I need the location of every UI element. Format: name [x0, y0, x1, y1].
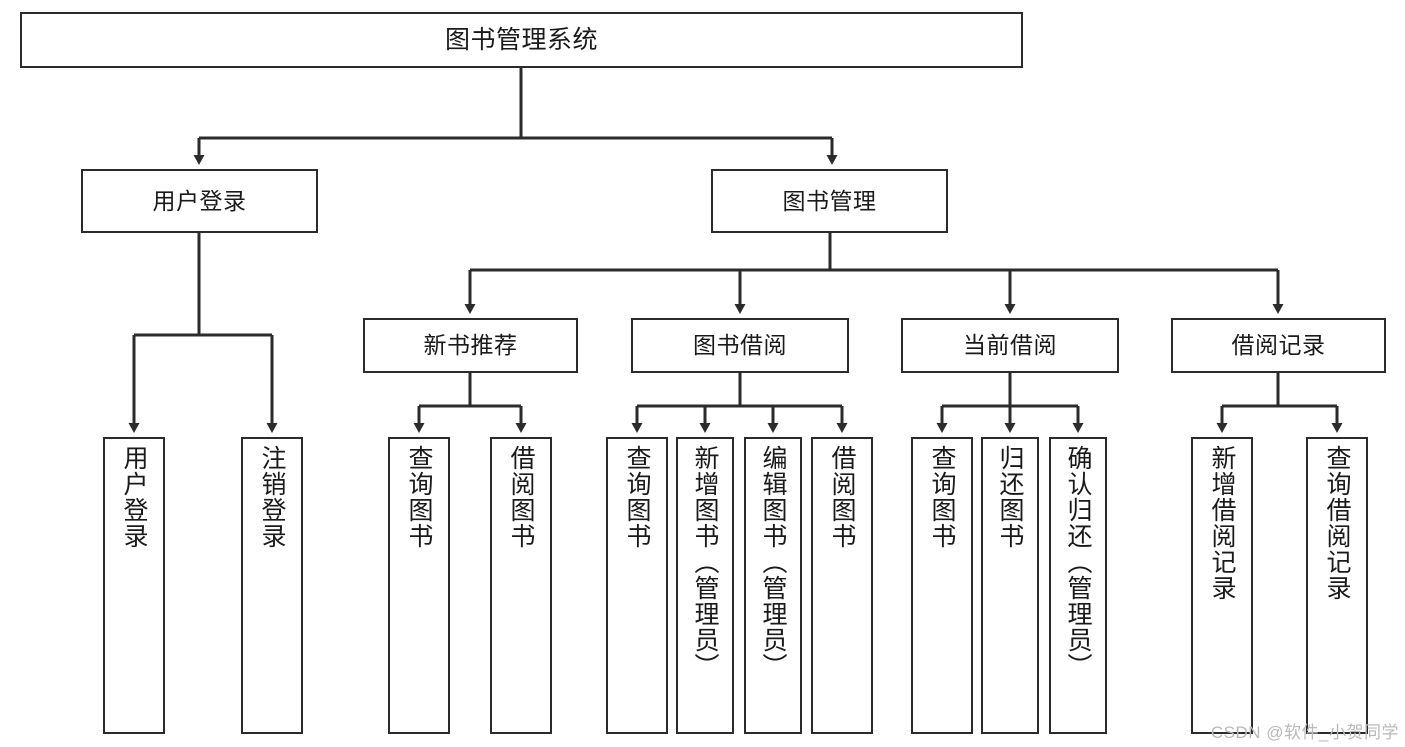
- node-label: 新增借阅记录: [1208, 445, 1236, 601]
- node-label: 查询图书: [405, 445, 433, 549]
- node-label: 当前借阅: [963, 332, 1057, 359]
- node-label: 编辑图书（管理员）: [759, 445, 787, 679]
- leaf-current-query-book[interactable]: 查询图书: [911, 437, 973, 734]
- leaf-borrow-borrow-book[interactable]: 借阅图书: [811, 437, 873, 734]
- leaf-current-confirm-return-admin[interactable]: 确认归还（管理员）: [1049, 437, 1107, 734]
- node-label: 归还图书: [996, 445, 1024, 549]
- node-label: 新增图书（管理员）: [691, 445, 719, 679]
- node-book-borrow[interactable]: 图书借阅: [631, 318, 849, 373]
- node-current-borrow[interactable]: 当前借阅: [901, 318, 1119, 373]
- node-user-login[interactable]: 用户登录: [81, 169, 318, 233]
- node-label: 用户登录: [152, 187, 247, 214]
- node-label: 查询图书: [928, 445, 956, 549]
- node-new-book-recommend[interactable]: 新书推荐: [363, 318, 578, 373]
- leaf-record-query-record[interactable]: 查询借阅记录: [1306, 437, 1368, 734]
- node-label: 借阅图书: [507, 445, 535, 549]
- leaf-user-login[interactable]: 用户登录: [103, 437, 165, 734]
- node-label: 借阅图书: [828, 445, 856, 549]
- node-book-management[interactable]: 图书管理: [711, 169, 948, 233]
- node-label: 确认归还（管理员）: [1064, 445, 1092, 679]
- node-root-system[interactable]: 图书管理系统: [20, 12, 1023, 68]
- node-label: 借阅记录: [1231, 332, 1326, 359]
- leaf-recommend-query-book[interactable]: 查询图书: [388, 437, 450, 734]
- watermark-text: CSDN @软件_小贺同学: [1210, 723, 1399, 742]
- node-label: 查询借阅记录: [1323, 445, 1351, 601]
- node-label: 图书借阅: [693, 332, 787, 359]
- leaf-user-logout[interactable]: 注销登录: [241, 437, 303, 734]
- leaf-recommend-borrow-book[interactable]: 借阅图书: [490, 437, 552, 734]
- node-label: 注销登录: [258, 445, 286, 549]
- leaf-borrow-add-book-admin[interactable]: 新增图书（管理员）: [676, 437, 734, 734]
- node-label: 图书管理系统: [444, 25, 598, 54]
- node-label: 用户登录: [120, 445, 148, 549]
- leaf-record-add-record[interactable]: 新增借阅记录: [1191, 437, 1253, 734]
- leaf-borrow-edit-book-admin[interactable]: 编辑图书（管理员）: [744, 437, 802, 734]
- node-label: 新书推荐: [423, 332, 518, 359]
- node-label: 查询图书: [623, 445, 651, 549]
- node-label: 图书管理: [782, 187, 877, 214]
- leaf-borrow-query-book[interactable]: 查询图书: [606, 437, 668, 734]
- node-borrow-record[interactable]: 借阅记录: [1171, 318, 1386, 373]
- leaf-current-return-book[interactable]: 归还图书: [981, 437, 1039, 734]
